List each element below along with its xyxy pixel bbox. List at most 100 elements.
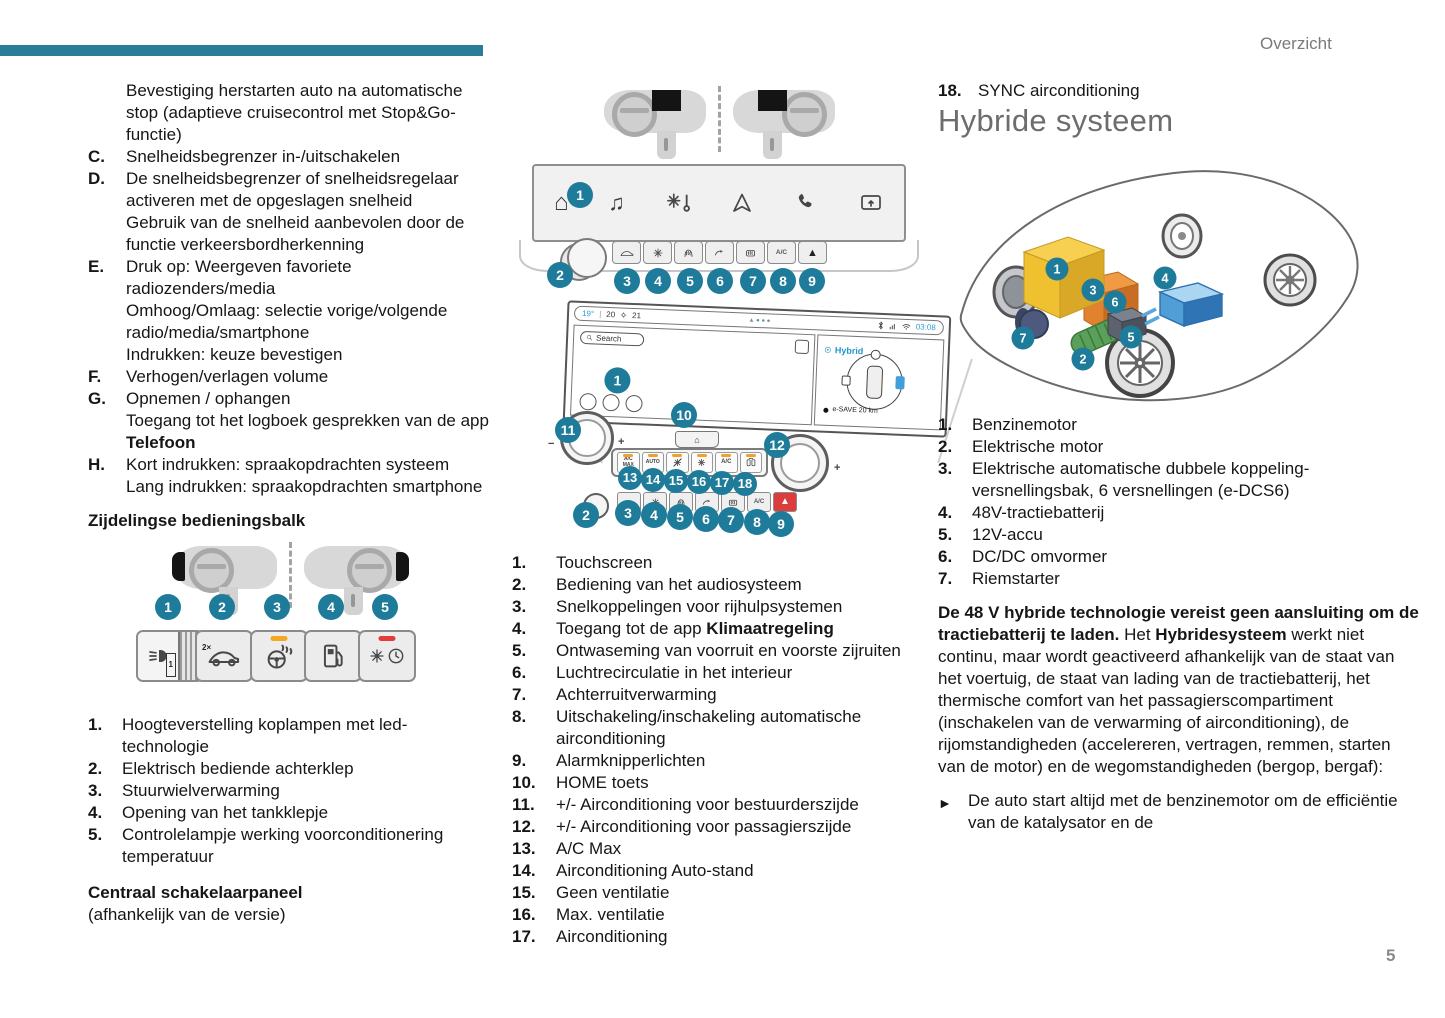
- list-item: 4.48V-tractiebatterij: [938, 503, 1105, 522]
- callout-13: 13: [618, 466, 642, 490]
- shortcut-button-row: A/C ▲: [612, 241, 827, 264]
- side-bar-highlight: [395, 552, 409, 581]
- engine-marker: [841, 375, 851, 386]
- wifi-icon: [902, 322, 911, 330]
- recirculation-button: [705, 241, 734, 264]
- dashboard-pictogram-rhd: [732, 82, 835, 162]
- clock-icon: [386, 646, 406, 666]
- steering-wheel-icon: [346, 548, 392, 593]
- battery-marker: [895, 376, 905, 390]
- list-item: H. Kort indrukken: spraakopdrachten syst…: [88, 455, 483, 496]
- steering-wheel-heating-button: [250, 630, 308, 682]
- hybrid-label: Hybrid: [823, 339, 864, 363]
- list-item: 5.12V-accu: [938, 525, 1043, 544]
- esave-range: e-SAVE 20 km: [823, 399, 878, 423]
- dashboard-pictogram-lhd: [603, 82, 706, 162]
- callout-5: 5: [372, 594, 398, 620]
- touchscreen-console-diagram: 19° | 20 21 ▲ ● ● ● 03:08 Search: [512, 290, 973, 552]
- list-item: 12.+/- Airconditioning voor passagierszi…: [512, 817, 852, 836]
- svg-text:5: 5: [1128, 330, 1135, 344]
- central-panel-heading: Centraal schakelaarpaneel: [88, 883, 303, 902]
- hybrid-description: De 48 V hybride technologie vereist geen…: [938, 603, 1419, 776]
- svg-text:6: 6: [1112, 295, 1119, 309]
- ac-button: A/C: [715, 452, 738, 473]
- section-heading: Hybride systeem: [938, 103, 1174, 138]
- bluetooth-icon: [878, 321, 884, 330]
- quick-buttons: [579, 392, 643, 413]
- list-item: 15.Geen ventilatie: [512, 883, 670, 902]
- callout-2: 2: [547, 262, 573, 288]
- list-item: 6.DC/DC omvormer: [938, 547, 1108, 566]
- list-item: 7.Achterruitverwarming: [512, 685, 717, 704]
- chapter-label: Overzicht: [1260, 34, 1332, 53]
- callout-7: 7: [740, 268, 766, 294]
- callout-10: 10: [671, 402, 697, 428]
- minus-label: −: [548, 438, 555, 450]
- home-icon: ⌂: [554, 189, 569, 216]
- console-stalk: [656, 131, 676, 159]
- list-item: 16.Max. ventilatie: [512, 905, 665, 924]
- list-item: 3.Elektrische automatische dubbele koppe…: [938, 459, 1310, 500]
- svg-text:1: 1: [1054, 262, 1061, 276]
- callout-15: 15: [664, 469, 688, 493]
- mirror-screen-icon: [858, 191, 884, 215]
- navigation-icon: [730, 191, 754, 215]
- hazard-button: ▲: [773, 492, 797, 512]
- steering-wheel-icon: [188, 548, 234, 593]
- dashboard-pictograms: [512, 82, 926, 162]
- list-item: 11.+/- Airconditioning voor bestuurdersz…: [512, 795, 859, 814]
- callout-3: 3: [615, 500, 641, 526]
- climate-app-button: [643, 241, 672, 264]
- callout-3: 3: [264, 594, 290, 620]
- list-item: E. Druk op: Weergeven favoriete radiozen…: [88, 257, 448, 364]
- orange-led: [270, 636, 288, 641]
- callout-14: 14: [641, 468, 665, 492]
- page-number: 5: [1386, 946, 1396, 965]
- list-item: 1.Hoogteverstelling koplampen met led-te…: [88, 715, 408, 756]
- callout-5: 5: [667, 504, 693, 530]
- list-item: 4.Opening van het tankklepje: [88, 803, 329, 822]
- callout-16: 16: [687, 470, 711, 494]
- preconditioning-button: [358, 630, 416, 682]
- position-1-label: 1: [165, 653, 176, 677]
- screen-highlight: [757, 90, 787, 111]
- callout-3: 3: [614, 268, 640, 294]
- plus-label: +: [834, 462, 841, 474]
- touchscreen: 19° | 20 21 ▲ ● ● ● 03:08 Search: [562, 300, 952, 438]
- list-item: 7.Riemstarter: [938, 569, 1060, 588]
- signal-icon: [889, 322, 897, 330]
- callout-8: 8: [744, 509, 770, 535]
- phone-icon: [794, 191, 818, 215]
- hybrid-system-illustration: 1 3 6 4 7 2 5: [959, 170, 1359, 402]
- left-column: Bevestiging herstarten auto na automatis…: [88, 80, 492, 926]
- dashboard-pictogram-rhd: [303, 538, 409, 618]
- list-item: F. Verhogen/verlagen volume: [88, 367, 329, 386]
- list-item: 5.Ontwaseming van voorruit en voorste zi…: [512, 641, 901, 660]
- list-item: 13.A/C Max: [512, 839, 622, 858]
- svg-text:3: 3: [1090, 283, 1097, 297]
- callout-8: 8: [770, 268, 796, 294]
- callout-5: 5: [677, 268, 703, 294]
- list-item: 1.Benzinemotor: [938, 415, 1077, 434]
- fuel-pump-icon: [319, 641, 347, 671]
- hazard-button: ▲: [798, 241, 827, 264]
- steering-wheel-icon: [611, 92, 657, 137]
- list-item: C. Snelheidsbegrenzer in-/uitschakelen: [88, 147, 401, 166]
- red-led: [378, 636, 396, 641]
- headlight-adjust-button: 1: [136, 630, 204, 682]
- callout-7: 7: [718, 507, 744, 533]
- console-stalk: [762, 131, 782, 159]
- steering-wheel-icon: [781, 92, 827, 137]
- side-bar-heading: Zijdelingse bedieningsbalk: [88, 511, 306, 530]
- list-item: 1.Touchscreen: [512, 553, 653, 572]
- car-top-view: [865, 365, 884, 400]
- hybrid-icon: [824, 346, 832, 354]
- list-item: 8.Uitschakeling/inschakeling automatisch…: [512, 707, 862, 748]
- expand-icon: [794, 339, 810, 355]
- search-field: Search: [579, 330, 645, 347]
- dashboard-pictograms: [88, 538, 492, 618]
- list-item: 3.Stuurwielverwarming: [88, 781, 280, 800]
- callout-18: 18: [733, 472, 757, 496]
- home-button: ⌂: [675, 431, 719, 448]
